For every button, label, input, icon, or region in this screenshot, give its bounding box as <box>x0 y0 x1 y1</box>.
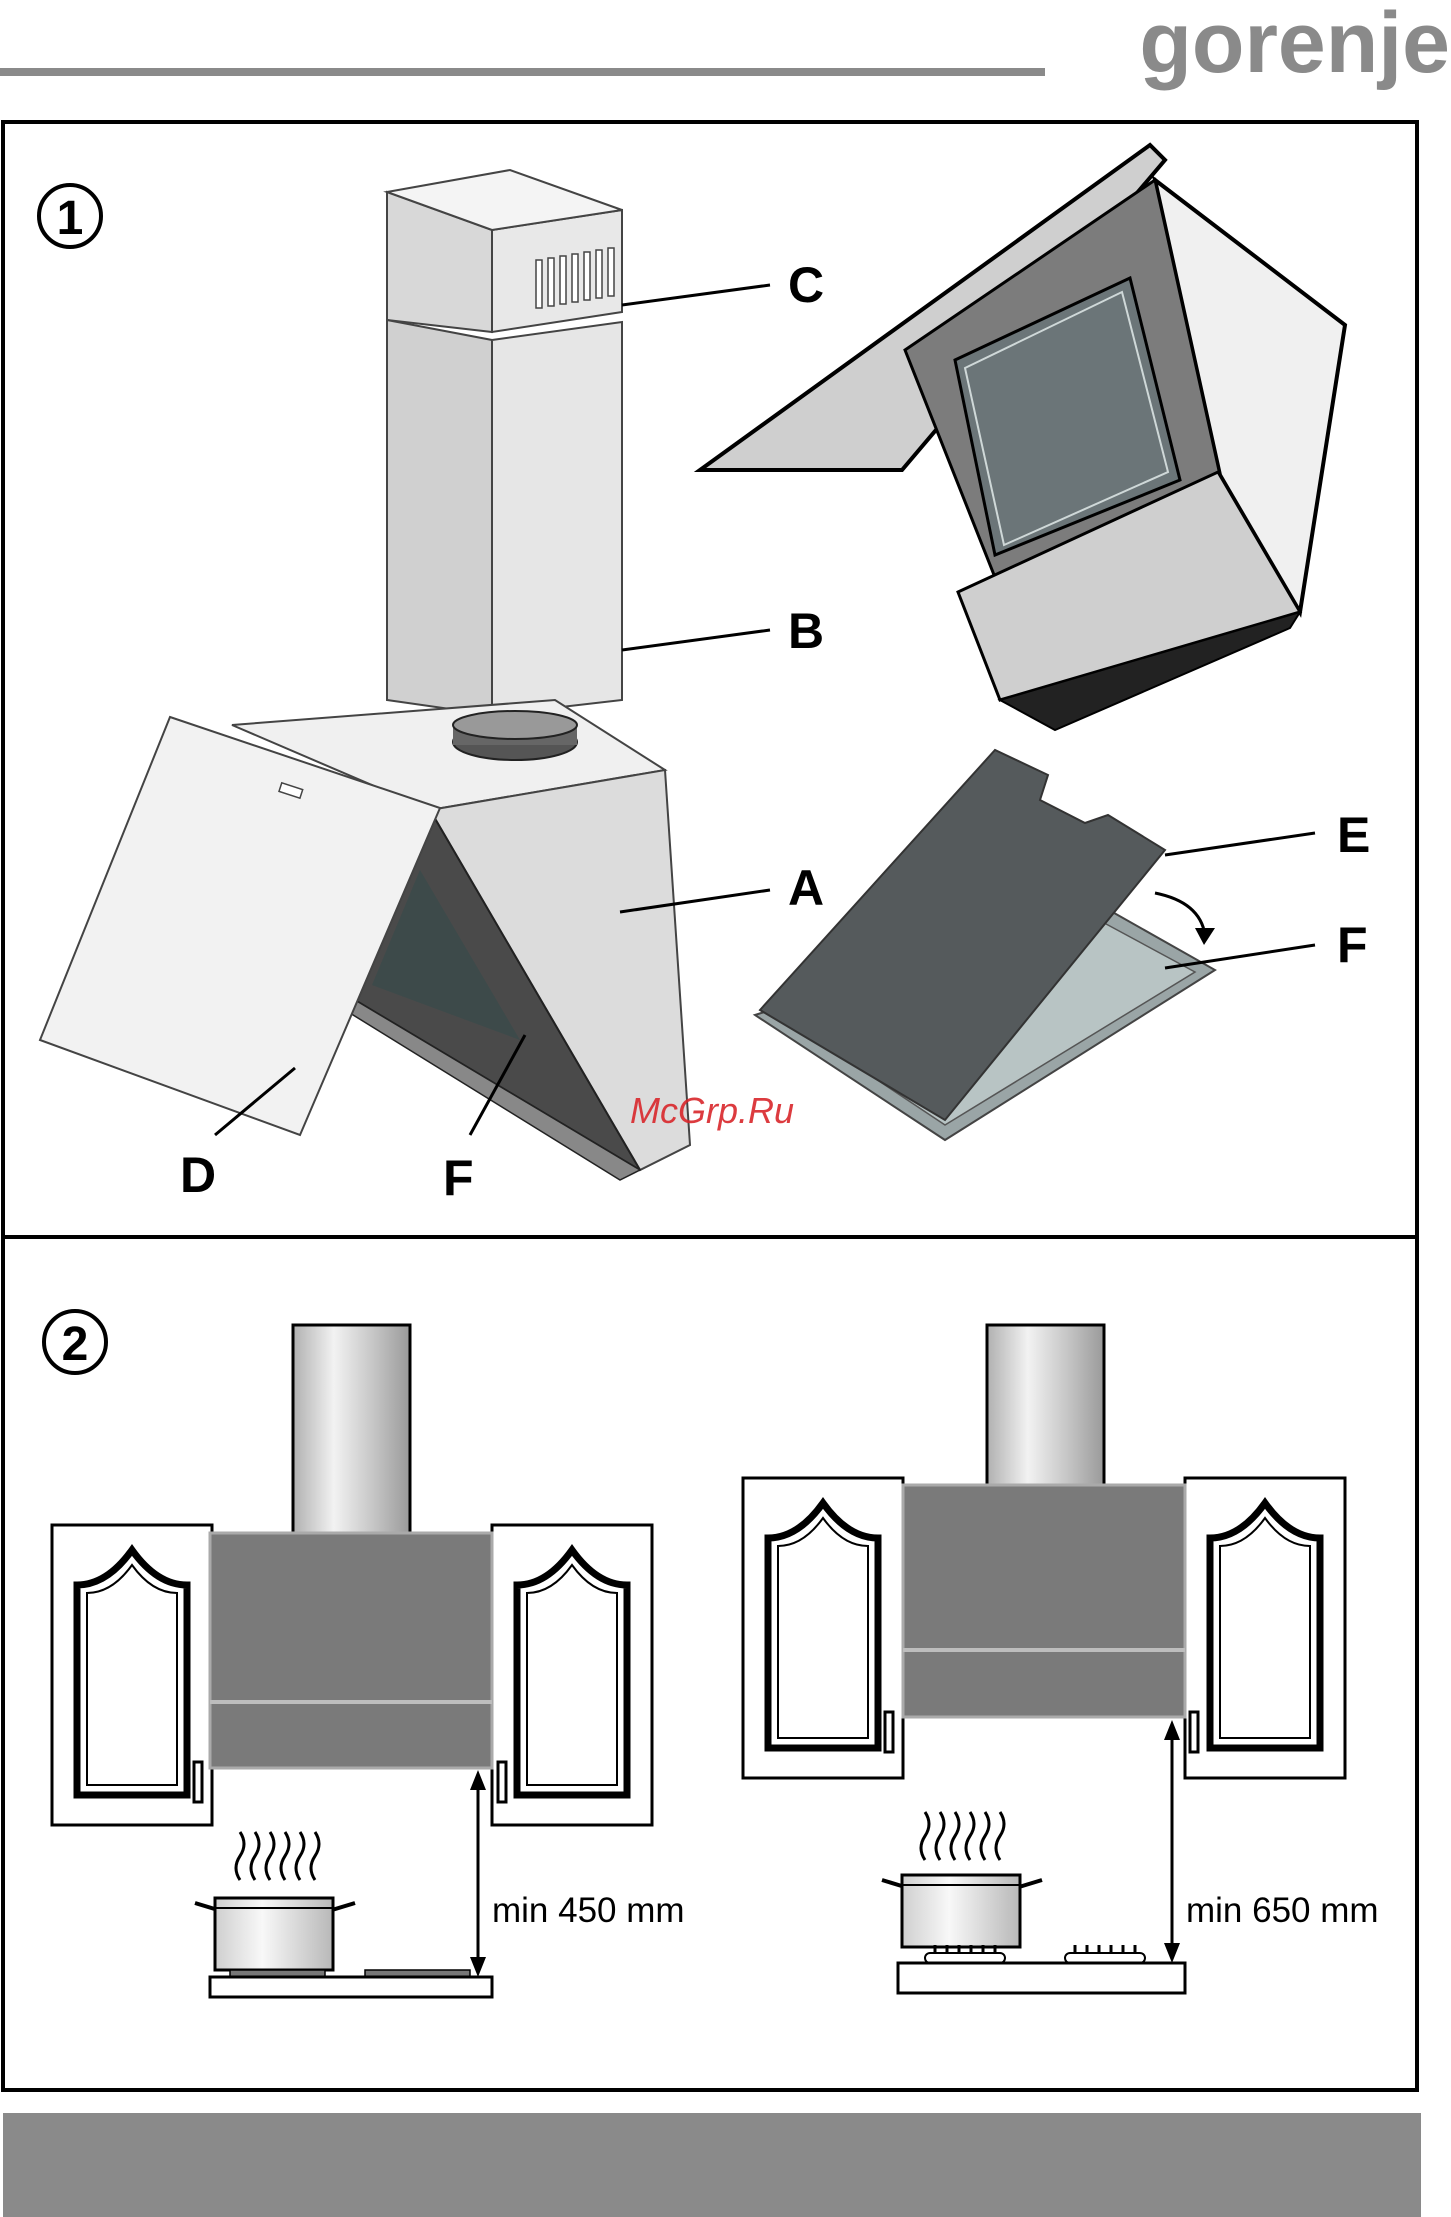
dimension-arrow-bottom-right <box>1164 1943 1180 1963</box>
rotate-arrowhead <box>1195 928 1215 945</box>
leader-c <box>622 285 770 305</box>
distance-label-right: min 650 mm <box>1186 1891 1379 1930</box>
panel-2: 2 <box>3 1237 1417 2090</box>
chimney-right <box>987 1325 1104 1485</box>
label-b: B <box>788 603 824 659</box>
label-c: C <box>788 257 824 313</box>
footer-band <box>3 2113 1421 2217</box>
pot-left <box>195 1898 355 1970</box>
header: gorenje <box>0 0 1450 91</box>
label-d: D <box>180 1147 216 1203</box>
install-electric: min 450 mm <box>52 1325 685 1997</box>
dimension-arrow-bottom-left <box>470 1957 486 1977</box>
dimension-arrow-top-right <box>1164 1720 1180 1740</box>
cabinet-right-1 <box>743 1478 903 1778</box>
cabinet-knob-r1 <box>885 1712 893 1752</box>
outlet-collar <box>453 711 577 760</box>
cabinet-knob-l1 <box>194 1762 202 1802</box>
hood-front-left <box>210 1533 492 1768</box>
pot-right <box>882 1875 1042 1947</box>
cabinet-right-2 <box>1185 1478 1345 1778</box>
chimney-left <box>293 1325 410 1535</box>
cabinet-knob-l2 <box>498 1762 506 1802</box>
steam-right <box>921 1812 1004 1860</box>
dimension-arrow-top-left <box>470 1770 486 1790</box>
distance-label-left: min 450 mm <box>492 1891 685 1930</box>
watermark: McGrp.Ru <box>630 1090 794 1131</box>
label-f-right: F <box>1337 917 1368 973</box>
step-number-1: 1 <box>57 192 84 245</box>
cooktop-right <box>898 1963 1185 1993</box>
cooktop-left <box>210 1977 492 1997</box>
gas-burner-2 <box>1065 1945 1145 1963</box>
step-badge-1: 1 <box>39 185 101 247</box>
hood-front-right <box>903 1485 1185 1717</box>
cabinet-left-1 <box>52 1525 212 1825</box>
label-f-left: F <box>443 1150 474 1206</box>
step-badge-2: 2 <box>44 1311 106 1373</box>
cabinet-knob-r2 <box>1190 1712 1198 1752</box>
lower-chimney-side <box>387 320 492 715</box>
steam-left <box>236 1832 319 1880</box>
lower-chimney-front <box>492 322 622 715</box>
brand-logo: gorenje <box>1139 0 1450 91</box>
cabinet-left-2 <box>492 1525 652 1825</box>
leader-e <box>1165 833 1315 855</box>
leader-b <box>622 630 770 650</box>
filter-cover-view <box>755 750 1315 1140</box>
panel-1: 1 <box>3 122 1417 1237</box>
label-e: E <box>1337 807 1370 863</box>
hood-exploded-view <box>40 170 770 1180</box>
header-rule <box>0 68 1045 76</box>
step-number-2: 2 <box>62 1318 89 1371</box>
install-gas: min 650 mm <box>743 1325 1379 1993</box>
label-a: A <box>788 860 824 916</box>
